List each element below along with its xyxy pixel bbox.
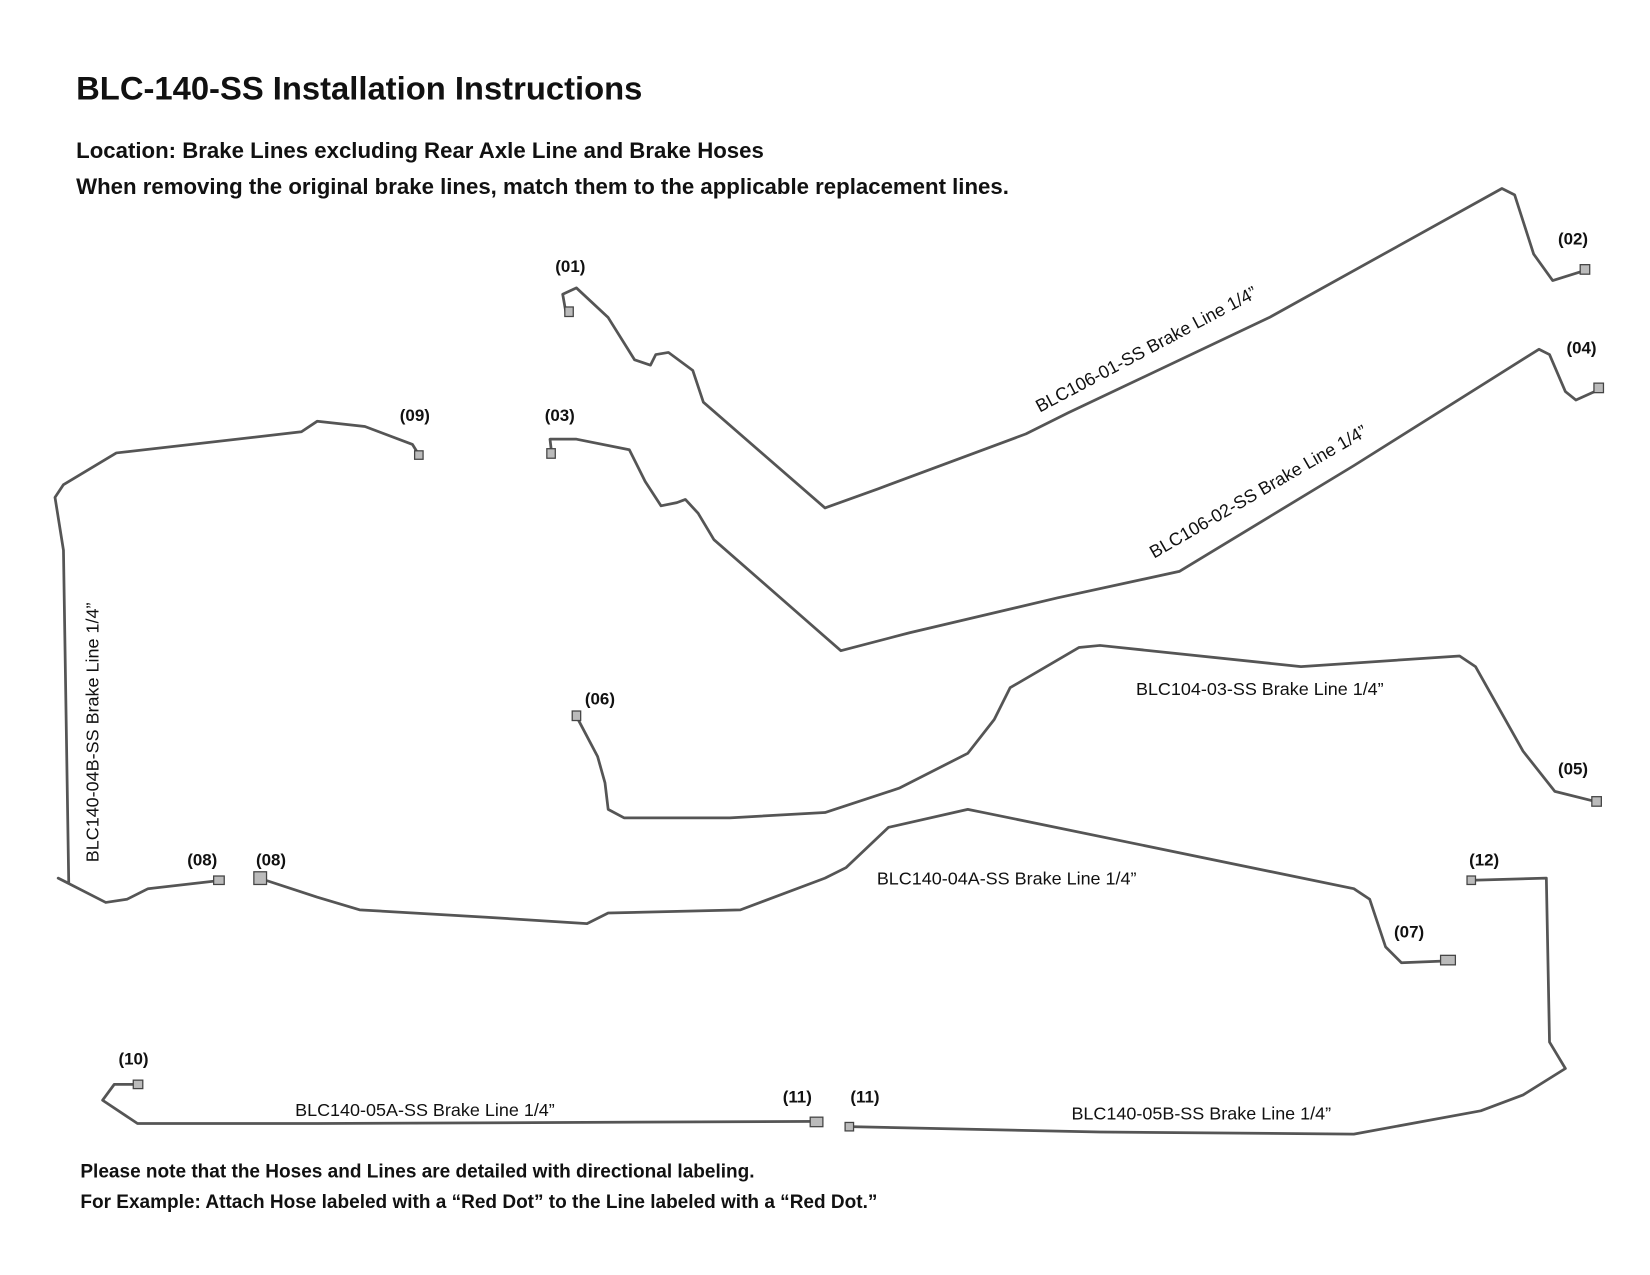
- fitting-11-left: [809, 1116, 824, 1128]
- label-blc140-05a: BLC140-05A-SS Brake Line 1/4”: [295, 1100, 555, 1120]
- callout-01: (01): [555, 257, 585, 276]
- fitting-12: [1466, 875, 1477, 886]
- callout-05: (05): [1558, 759, 1588, 778]
- label-blc106-01: BLC106-01-SS Brake Line 1/4”: [1032, 282, 1260, 416]
- fitting-09: [413, 450, 424, 460]
- note-example: For Example: Attach Hose labeled with a …: [80, 1192, 877, 1213]
- fitting-03: [546, 448, 556, 459]
- callout-08-left: (08): [187, 850, 217, 869]
- fitting-05: [1591, 796, 1602, 807]
- brake-line-blc140-05b: [847, 876, 1567, 1136]
- callout-11-right: (11): [850, 1087, 879, 1106]
- brake-line-blc106-01: [561, 187, 1588, 510]
- brake-line-blc140-04a: [257, 808, 1456, 965]
- fitting-10: [132, 1079, 144, 1090]
- callout-12: (12): [1469, 850, 1499, 869]
- end-callouts: (01) (02) (03) (04) (05) (06) (07) (08) …: [118, 230, 1596, 1107]
- note-directional: Please note that the Hoses and Lines are…: [80, 1161, 754, 1182]
- fittings: [132, 264, 1605, 1132]
- callout-11-left: (11): [783, 1087, 812, 1106]
- fitting-02: [1579, 264, 1591, 275]
- brake-line-blc140-04b: [53, 419, 423, 904]
- label-blc140-05b: BLC140-05B-SS Brake Line 1/4”: [1071, 1103, 1331, 1123]
- callout-09: (09): [400, 406, 430, 425]
- label-blc140-04b: BLC140-04B-SS Brake Line 1/4”: [82, 603, 102, 863]
- label-blc140-04a: BLC140-04A-SS Brake Line 1/4”: [877, 868, 1137, 888]
- fitting-07: [1439, 954, 1457, 966]
- page-title: BLC-140-SS Installation Instructions: [76, 70, 642, 107]
- fitting-08-right: [253, 871, 268, 886]
- fitting-04: [1593, 382, 1605, 394]
- callout-10: (10): [118, 1049, 148, 1068]
- callout-03: (03): [545, 406, 575, 425]
- label-blc104-03: BLC104-03-SS Brake Line 1/4”: [1136, 679, 1384, 699]
- fitting-06: [571, 710, 582, 722]
- callout-02: (02): [1558, 230, 1588, 249]
- callout-07: (07): [1394, 922, 1424, 941]
- callout-06: (06): [585, 690, 615, 709]
- fitting-11-right: [844, 1121, 855, 1132]
- label-blc106-02: BLC106-02-SS Brake Line 1/4”: [1146, 421, 1371, 562]
- instruction-text: When removing the original brake lines, …: [76, 174, 1009, 199]
- fitting-08-left: [213, 875, 225, 886]
- callout-08-right: (08): [256, 850, 286, 869]
- callout-04: (04): [1566, 339, 1596, 358]
- fitting-01: [564, 306, 574, 318]
- location-text: Location: Brake Lines excluding Rear Axl…: [76, 138, 764, 163]
- brake-line-blc104-03: [575, 644, 1599, 820]
- brake-line-blc106-02: [548, 347, 1601, 653]
- brake-line-blc140-05a: [101, 1083, 822, 1125]
